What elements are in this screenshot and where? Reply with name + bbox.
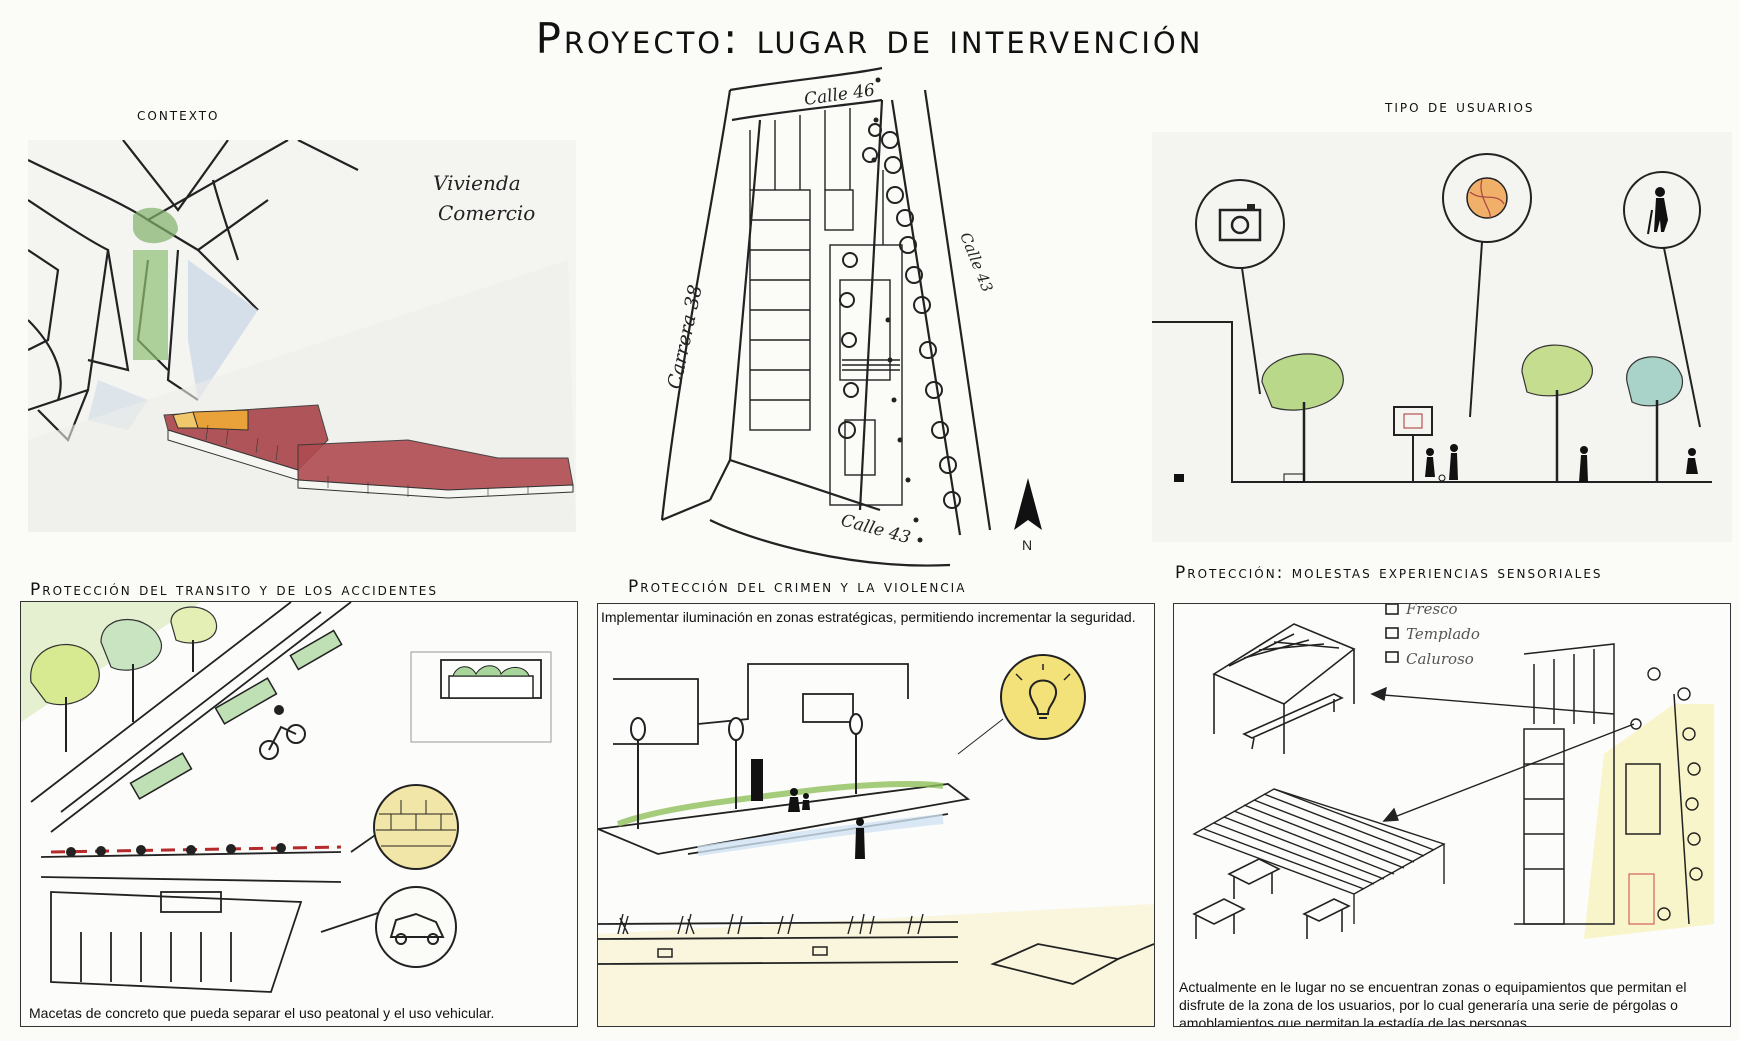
basketball-hoop [1393, 406, 1433, 482]
trees [30, 606, 218, 752]
crimen-panel: Implementar iluminación en zonas estraté… [597, 603, 1155, 1027]
north-label: N [1022, 537, 1032, 553]
car-icon [375, 886, 457, 968]
tables-chairs [1192, 858, 1351, 939]
ball-icon [1466, 177, 1508, 219]
contexto-heading: contexto [137, 105, 220, 125]
grass-tufts [617, 913, 924, 935]
usuarios-sketch [1152, 132, 1732, 542]
elderly-person-icon [1647, 187, 1668, 235]
transito-panel: Macetas de concreto que pueda separar el… [20, 601, 578, 1027]
concrete-planters [129, 629, 534, 800]
crimen-caption: Implementar iluminación en zonas estraté… [601, 609, 1136, 625]
trees [1261, 344, 1683, 482]
cyclist-icon [259, 705, 306, 760]
sensorial-caption: Actualmente en le lugar no se encuentran… [1179, 979, 1687, 1027]
transito-caption: Macetas de concreto que pueda separar el… [29, 1005, 495, 1021]
contexto-sketch: Vivienda Comercio [28, 140, 576, 532]
street-lamps [630, 713, 863, 829]
label-comercio: Comercio [438, 201, 535, 225]
street-calle-43-bottom: Calle 43 [839, 511, 913, 549]
street-calle-43-side: Calle 43 [956, 230, 996, 295]
site-plan-detail [1514, 643, 1690, 925]
site-plan: Calle 46 Calle 43 Carrera 38 Calle 43 N [650, 60, 1050, 570]
transito-heading: Protección del transito y de los acciden… [30, 580, 438, 600]
sensorial-panel: Fresco Templado Caluroso [1173, 603, 1731, 1027]
people-figures [788, 788, 865, 859]
north-arrow-icon [1014, 478, 1042, 530]
people-figures [1174, 444, 1698, 483]
page-title: Proyecto: lugar de intervención [535, 14, 1204, 63]
usuarios-heading: tipo de usuarios [1385, 97, 1535, 117]
pergola-small [1212, 623, 1356, 754]
option-caluroso: Caluroso [1406, 650, 1474, 668]
pergola-large [1192, 788, 1446, 924]
brick-detail-icon [373, 784, 459, 870]
option-fresco: Fresco [1405, 604, 1458, 618]
label-vivienda: Vivienda [433, 171, 521, 195]
camera-icon [1218, 204, 1262, 242]
option-templado: Templado [1406, 625, 1480, 643]
crimen-heading: Protección del crimen y la violencia [628, 577, 967, 597]
light-bulb-icon [1000, 654, 1086, 740]
bollard [751, 759, 763, 801]
street-carrera-38: Carrera 38 [663, 283, 707, 391]
sensorial-heading: Protección: molestas experiencias sensor… [1175, 563, 1603, 583]
